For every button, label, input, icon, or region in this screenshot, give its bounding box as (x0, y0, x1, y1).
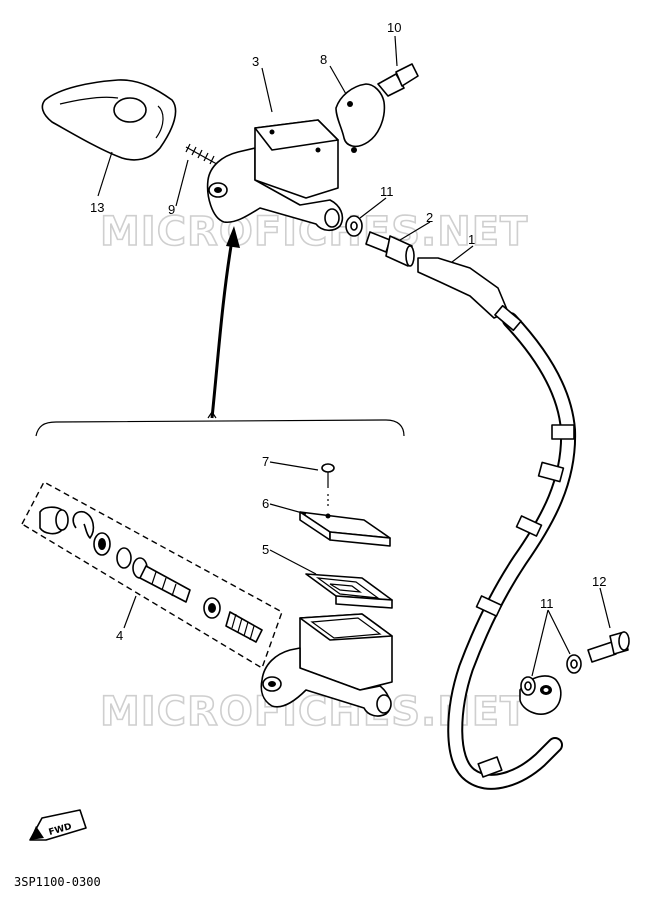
part-5-diaphragm (305, 573, 393, 609)
part-8-holder (335, 83, 386, 153)
callout-10: 10 (387, 20, 401, 35)
callout-11-lower: 11 (540, 596, 554, 611)
callout-8: 8 (320, 52, 327, 67)
part-10-bolt (377, 63, 419, 97)
part-7-screw (321, 463, 335, 508)
callout-6: 6 (262, 496, 269, 511)
forward-direction-marker: FWD (29, 809, 87, 841)
part-11-washer-lower (520, 654, 582, 696)
master-cylinder-lower (260, 613, 393, 717)
part-13-boot-cover (41, 79, 177, 161)
callout-2: 2 (426, 210, 433, 225)
leader-lines (97, 35, 611, 677)
part-2-union-bolt (365, 231, 415, 267)
callout-3: 3 (252, 54, 259, 69)
callout-13: 13 (90, 200, 104, 215)
callout-7: 7 (262, 454, 269, 469)
assembly-pointer-arrow (35, 226, 405, 437)
diagram-code: 3SP1100-0300 (14, 875, 101, 889)
part-11-washer-upper (345, 215, 363, 237)
callout-1: 1 (468, 232, 475, 247)
callout-5: 5 (262, 542, 269, 557)
callout-4: 4 (116, 628, 123, 643)
callout-11-upper: 11 (380, 184, 394, 199)
part-4-piston-kit (21, 481, 283, 670)
callout-12: 12 (592, 574, 606, 589)
part-6-cap (299, 511, 391, 547)
callout-9: 9 (168, 202, 175, 217)
callout-numbers: 3 8 10 13 9 11 2 1 7 6 5 4 11 12 (90, 20, 606, 643)
part-3-master-cylinder (206, 119, 344, 232)
part-1-hose (417, 257, 577, 790)
part-12-union-bolt (587, 631, 630, 663)
